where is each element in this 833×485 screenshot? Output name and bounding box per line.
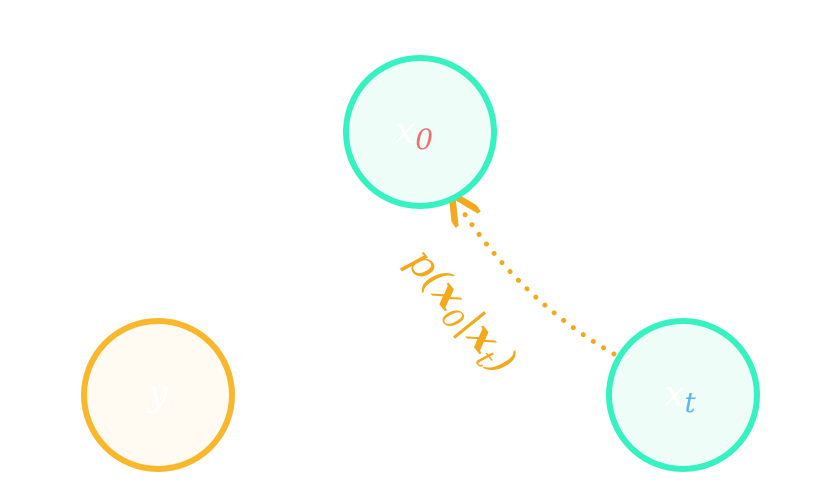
- node-y-circle: [81, 318, 235, 472]
- svg-text:p(x0|xt): p(x0|xt): [393, 239, 526, 386]
- node-xt-base: x: [664, 374, 684, 415]
- edge-label-p-x0-given-xt: p(x0|xt): [393, 239, 526, 386]
- node-y: y: [81, 318, 235, 472]
- edge-xt-to-x0: [460, 207, 617, 357]
- node-x0-circle: [343, 55, 497, 209]
- node-x0-base: x: [395, 111, 415, 152]
- node-x0-label: x0: [395, 111, 433, 156]
- node-xt-circle: [606, 318, 760, 472]
- node-xt: xt: [606, 318, 760, 472]
- node-x0: x0: [343, 55, 497, 209]
- node-y-label: y: [146, 373, 169, 414]
- node-xt-label: xt: [664, 374, 696, 419]
- node-x0-sub: 0: [415, 123, 433, 156]
- node-xt-sub: t: [685, 386, 697, 419]
